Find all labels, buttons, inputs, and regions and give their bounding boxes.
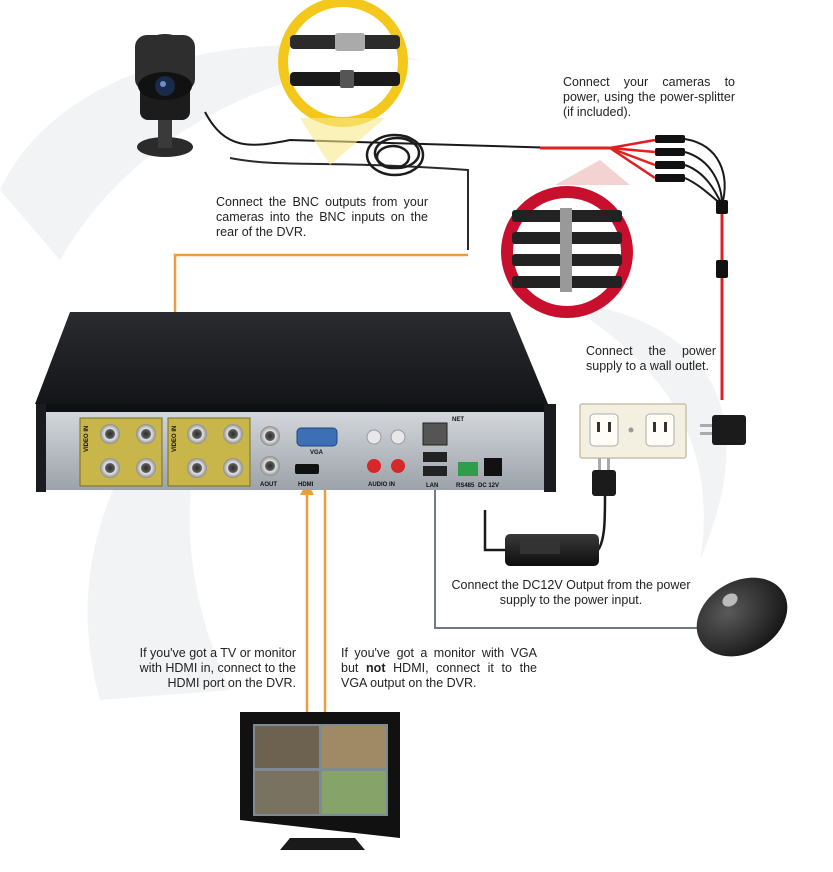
wall-plug-bottom (592, 458, 616, 496)
aout-label: AOUT (260, 482, 277, 488)
usb-port-2 (423, 466, 447, 476)
hdmi-callout: If you've got a TV or monitor with HDMI … (139, 646, 296, 690)
vga-label: VGA (310, 450, 324, 456)
aout-ports (260, 426, 280, 476)
splitter-joint (716, 200, 728, 214)
coiled-cable (365, 133, 425, 177)
vga-callout-emphasis: not (366, 661, 386, 675)
usb-mouse-cable (434, 480, 700, 629)
hdmi-port (295, 464, 319, 474)
wall-outlet-icon (579, 403, 687, 459)
security-camera-icon (135, 34, 195, 157)
splitter-plugs (655, 135, 685, 182)
bnc-callout: Connect the BNC outputs from your camera… (216, 195, 428, 239)
power-connector-zoom (501, 186, 633, 318)
monitor-icon (240, 712, 400, 850)
net-label: NET (452, 417, 464, 423)
dc-power-port (484, 458, 502, 476)
zoom-beam-yellow (300, 118, 385, 165)
bnc-connector-zoom (278, 0, 408, 127)
power-splitter (609, 138, 656, 180)
rs485-terminal (458, 462, 478, 476)
splitter-joint-2 (716, 260, 728, 278)
audio-in-label: AUDIO IN (368, 482, 395, 488)
mouse-icon (696, 577, 788, 657)
audio-in-ports (366, 429, 406, 473)
vga-port (296, 427, 338, 447)
dc12v-label: DC 12V (478, 483, 499, 489)
vga-callout-text-2: HDMI, connect it to the VGA output on th… (341, 661, 538, 690)
dvr-recorder-icon (35, 312, 556, 492)
hdmi-label: HDMI (298, 482, 314, 488)
rs485-label: RS485 (456, 483, 475, 489)
lan-label: LAN (426, 483, 438, 489)
wall-plug-right (700, 415, 746, 445)
splitter-cables (684, 138, 726, 206)
power-adapter-icon (505, 534, 599, 566)
camera-video-lead (229, 157, 469, 250)
dvr-panel-labels: VIDEO IN VIDEO IN AOUT VGA HDMI AUDIO IN… (84, 417, 499, 489)
adapter-dc-cable (483, 510, 505, 552)
dc12v-callout: Connect the DC12V Output from the power … (451, 578, 691, 607)
vga-callout-text-1: If you've got a monitor with VGA but (341, 646, 537, 675)
vga-callout: If you've got a monitor with VGA but not… (341, 646, 537, 691)
usb-port-1 (423, 452, 447, 462)
video-in-label-right: VIDEO IN (172, 426, 178, 452)
video-in-label-left: VIDEO IN (84, 426, 90, 452)
background-watermark (0, 45, 727, 700)
wall-outlet-callout: Connect the power supply to a wall outle… (586, 344, 716, 373)
camera-power-lead (204, 111, 561, 149)
zoom-beam-red (555, 160, 630, 185)
lan-port (422, 422, 448, 446)
bnc-ports (100, 424, 243, 478)
camera-power-callout: Connect your cameras to power, using the… (563, 75, 735, 119)
